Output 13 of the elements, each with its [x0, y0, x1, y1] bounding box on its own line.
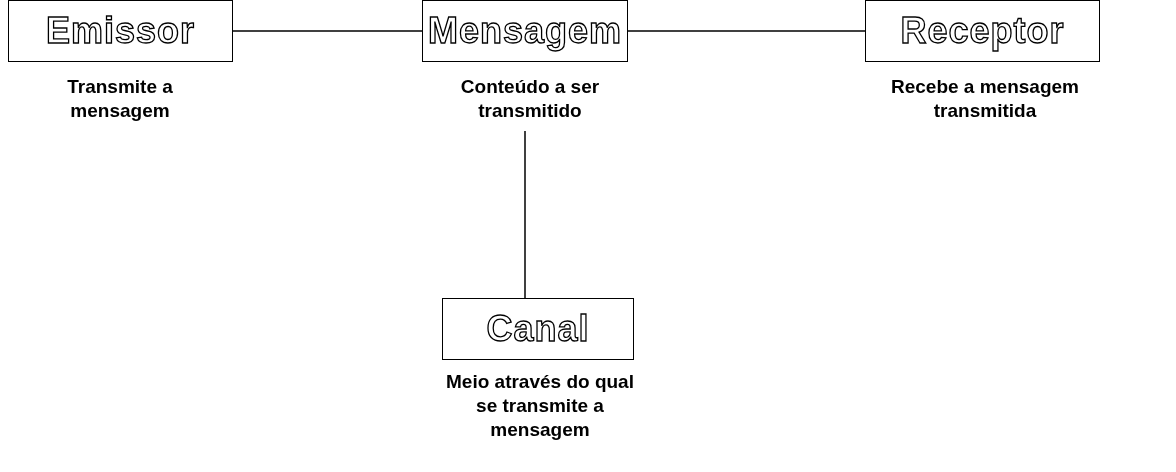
process-box [865, 0, 1100, 62]
node-caption: Recebe a mensagem transmitida [890, 75, 1080, 123]
process-box [8, 0, 233, 62]
connector-line [627, 30, 866, 32]
process-box [442, 298, 634, 360]
node-title: Canal [486, 311, 590, 347]
node-caption: Transmite a mensagem [66, 75, 174, 123]
node-title: Emissor [45, 13, 196, 49]
process-box [422, 0, 628, 62]
connector-line [232, 30, 423, 32]
node-caption: Meio através do qual se transmite a mensagem [445, 370, 635, 442]
node-caption: Conteúdo a ser transmitido [459, 75, 601, 123]
connector-line [524, 130, 526, 299]
